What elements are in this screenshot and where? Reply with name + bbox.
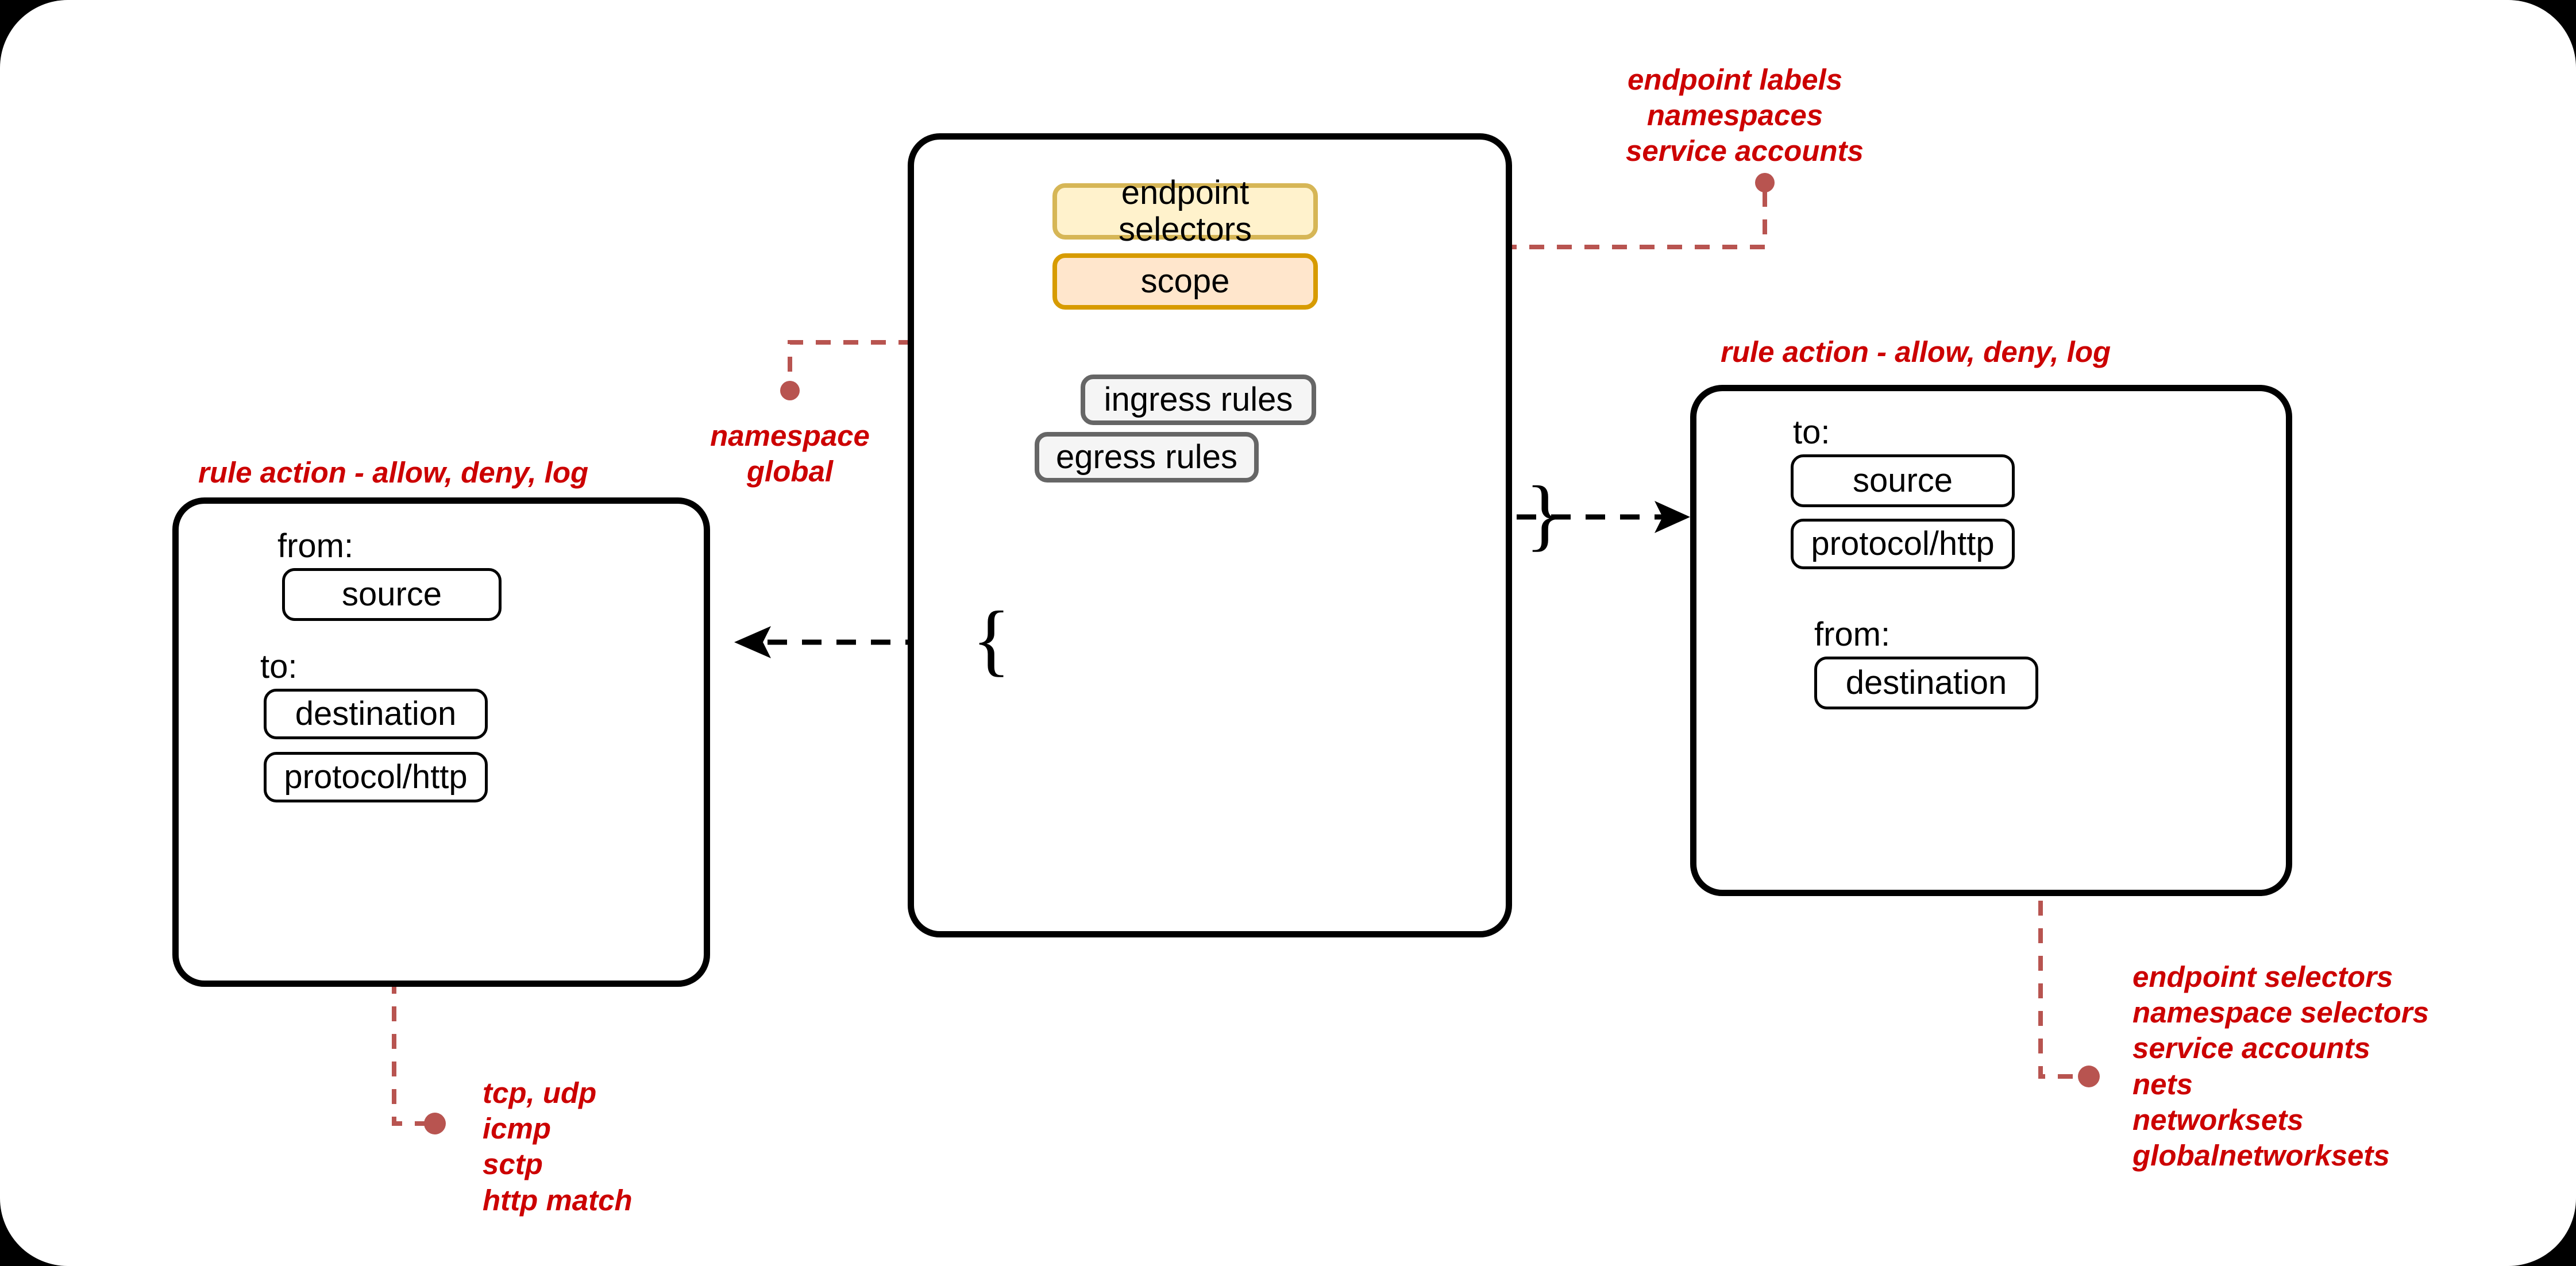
center-policy-panel[interactable]: endpoint selectors scope ingress rules e… [908,133,1512,937]
ingress-brace: } [1525,470,1564,559]
left-panel-heading: rule action - allow, deny, log [198,456,589,489]
node-right-protocol[interactable]: protocol/http [1791,519,2015,569]
right-panel-heading: rule action - allow, deny, log [1721,335,2111,368]
right-ingress-rule-panel[interactable]: to: source protocol/http from: destinati… [1690,385,2292,896]
annotation-left-protocol: tcp, udp icmp sctp http match [483,1076,633,1217]
left-from-label: from: [277,527,354,565]
annotation-right-destination: endpoint selectors namespace selectors s… [2132,960,2429,1172]
annotation-scope: namespace global [710,419,870,488]
node-left-destination[interactable]: destination [264,689,488,739]
node-egress-rules[interactable]: egress rules [1035,432,1259,483]
egress-brace: { [972,595,1011,684]
node-scope[interactable]: scope [1052,253,1318,310]
left-egress-rule-panel[interactable]: from: source to: destination protocol/ht… [172,497,710,987]
node-left-protocol[interactable]: protocol/http [264,752,488,802]
node-left-source[interactable]: source [282,568,502,621]
right-from-label: from: [1814,616,1891,653]
right-to-label: to: [1793,414,1830,451]
node-right-destination[interactable]: destination [1814,657,2038,709]
node-right-source[interactable]: source [1791,454,2015,507]
left-to-label: to: [260,648,298,685]
node-endpoint-selectors[interactable]: endpoint selectors [1052,175,1318,248]
annotation-endpoint-selectors: endpoint labels namespaces service accou… [1626,63,1864,168]
node-ingress-rules[interactable]: ingress rules [1081,375,1316,425]
